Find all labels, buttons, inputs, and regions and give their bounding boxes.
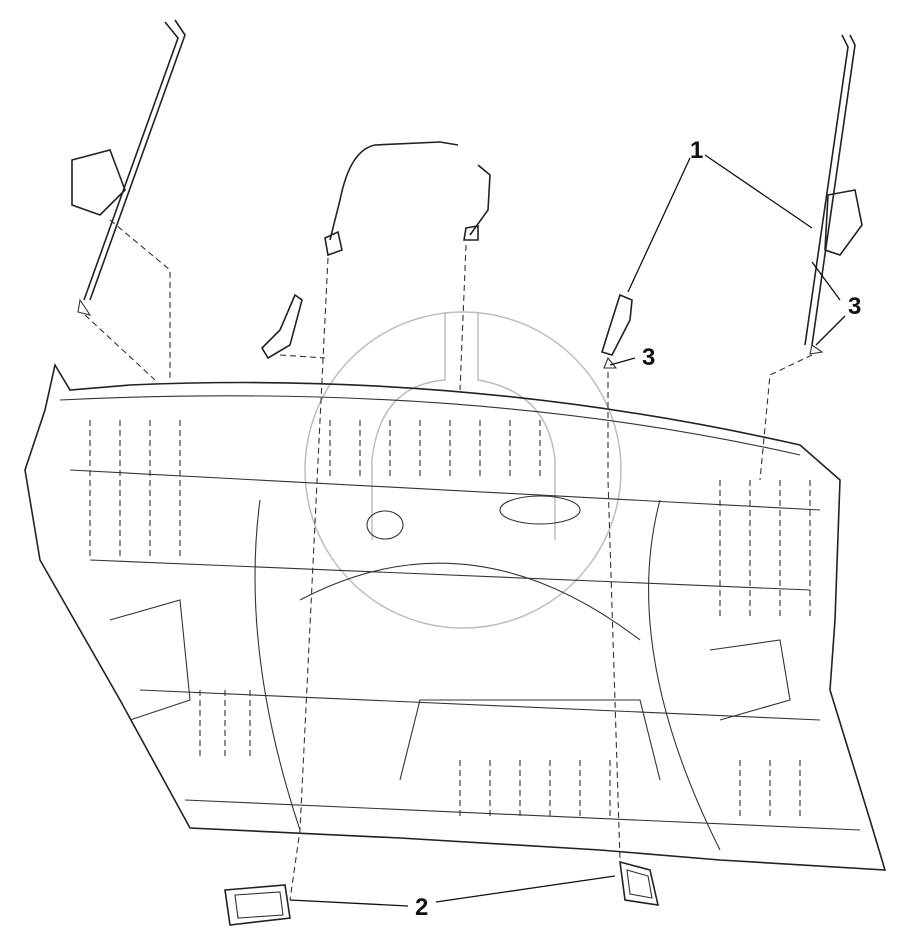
watermark-logo [304,311,622,629]
right-seat-belt-assembly [600,34,863,861]
floor-anchor-plate-right [619,860,660,906]
center-seat-belt-assembly [260,141,491,901]
callout-label-2: 2 [415,894,428,921]
callout-label-3-right: 3 [848,293,861,320]
rib-pattern [89,420,811,820]
floor-panel [24,362,887,871]
floor-anchor-plate-left [224,884,291,926]
left-seat-belt-assembly [71,19,186,381]
callout-label-3-left: 3 [642,344,655,371]
callout-label-1: 1 [690,137,703,164]
leader-lines [289,154,846,907]
